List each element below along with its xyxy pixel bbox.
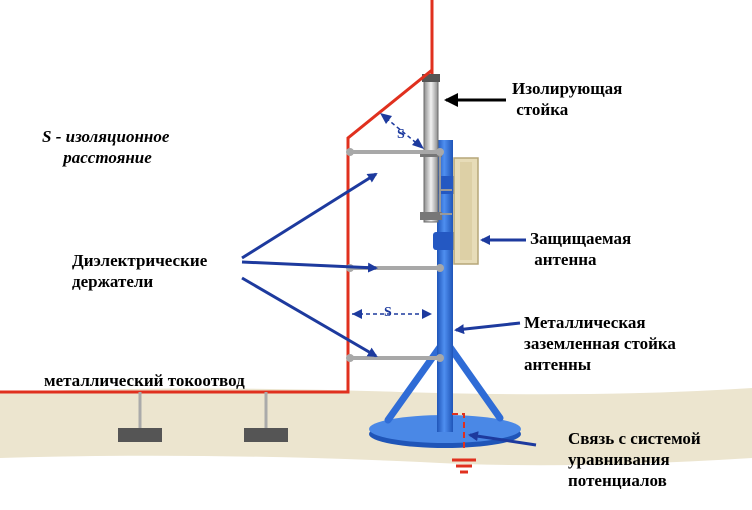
label-s-lower: S	[384, 305, 392, 320]
lightning-conductor	[0, 0, 434, 394]
arrow-holder-1	[241, 172, 378, 260]
equipotential-bonding-connection	[452, 413, 476, 474]
label-s-upper: S	[397, 127, 405, 142]
mast-tripod	[384, 336, 504, 424]
label-insulating-mast: Изолирующая стойка	[512, 79, 623, 119]
protected-antenna	[453, 157, 479, 265]
arrow-metal-mast	[454, 321, 521, 335]
ground-electrodes	[118, 392, 288, 442]
s-distance-upper	[385, 117, 421, 147]
label-dielectric-holders: Диэлектрические держатели	[72, 251, 208, 291]
arrow-bonding	[468, 431, 537, 447]
label-separation-distance: S - изоляционное расстояние	[42, 127, 170, 167]
label-metal-mast: Металлическая заземленная стойка антенны	[524, 313, 676, 374]
arrow-holder-2	[241, 260, 378, 273]
label-down-conductor: металлический токоотвод	[44, 371, 245, 390]
arrow-holder-3	[241, 276, 378, 358]
label-protected-antenna: Защищаемая антенна	[530, 229, 632, 269]
label-equipotential-bonding: Связь с системой уравнивания потенциалов	[568, 429, 701, 490]
